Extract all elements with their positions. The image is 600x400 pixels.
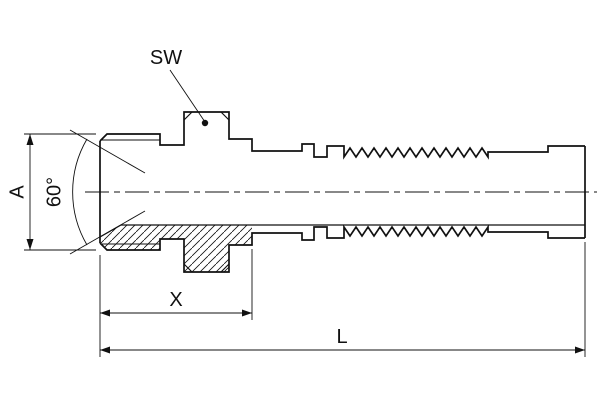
cone-angle-arc bbox=[72, 138, 88, 246]
dim-a-extension-lines bbox=[24, 133, 96, 251]
dim-l-arrow-left bbox=[100, 346, 110, 354]
dimension-l: L bbox=[100, 242, 586, 357]
cone-construction-lines bbox=[69, 129, 146, 255]
sw-callout: SW bbox=[150, 47, 209, 127]
section-hatch bbox=[100, 225, 252, 272]
dim-x-extension-lines bbox=[99, 249, 253, 357]
dim-x-label: X bbox=[169, 289, 182, 311]
thread-root-lines bbox=[102, 139, 160, 245]
part-outline bbox=[99, 111, 586, 273]
dim-l-label: L bbox=[336, 326, 347, 348]
top-contour bbox=[99, 111, 585, 160]
dim-a-label: A bbox=[6, 185, 28, 199]
sw-label: SW bbox=[150, 47, 182, 69]
dimension-x: X bbox=[99, 249, 253, 357]
dim-a-arrow-bottom bbox=[26, 239, 34, 250]
dim-l-arrow-right bbox=[575, 346, 585, 354]
dimension-a: A bbox=[6, 133, 96, 251]
cone-angle-label: 60° bbox=[43, 177, 65, 207]
hex-chamfers bbox=[183, 111, 230, 273]
dim-a-arrow-top bbox=[26, 134, 34, 145]
cone-angle-callout: 60° bbox=[43, 129, 146, 255]
dim-x-arrow-right bbox=[242, 309, 252, 317]
sw-leader-line bbox=[169, 69, 206, 123]
sw-leader-dot bbox=[201, 119, 209, 127]
bottom-contour bbox=[99, 224, 585, 273]
dim-x-arrow-left bbox=[100, 309, 110, 317]
